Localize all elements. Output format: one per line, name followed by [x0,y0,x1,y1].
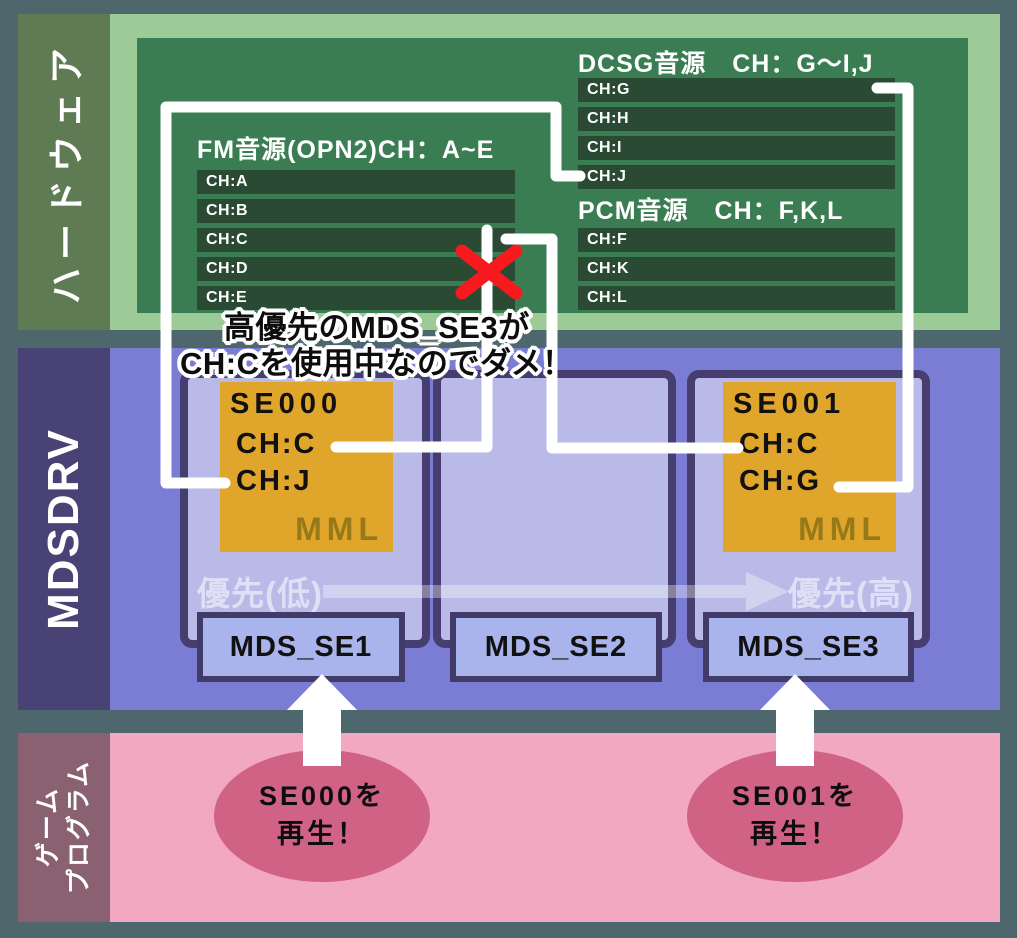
channel-bar-f: CH:F [578,228,895,252]
channel-bar-k: CH:K [578,257,895,281]
channel-bar-c: CH:C [197,228,515,252]
se001-box: SE001 CH:C CH:G MML [723,382,896,552]
channel-bar-j: CH:J [578,165,895,189]
priority-low-label: 優先(低) [197,575,323,612]
se001-name: SE001 [733,388,846,420]
game-sidebar-label: ゲーム プログラム [33,760,96,894]
se000-channel-2: CH:J [236,465,312,497]
se001-channel-2: CH:G [739,465,822,497]
fm-section-title: FM音源(OPN2)CH：A~E [197,136,495,164]
dcsg-section-title: DCSG音源 CH：G～I,J [578,50,874,78]
se000-box: SE000 CH:C CH:J MML [220,382,393,552]
channel-bar-a: CH:A [197,170,515,194]
channel-bar-d: CH:D [197,257,515,281]
channel-bar-g: CH:G [578,78,895,102]
call-bubble-se001-line1: SE001を [731,781,859,812]
call-bubble-se001-line2: 再生！ [750,819,840,849]
pcm-section-title: PCM音源 CH：F,K,L [578,197,844,225]
channel-bar-h: CH:H [578,107,895,131]
mdsdrv-sidebar [18,348,110,710]
call-bubble-se000: SE000を 再生！ [214,750,430,882]
se001-channel-1: CH:C [739,428,820,460]
game-sidebar [18,733,110,922]
call-bubble-se000-line1: SE000を [258,781,386,812]
hardware-sidebar-label: ハードウェア [46,39,87,305]
hardware-sidebar [18,14,110,330]
channel-bar-i: CH:I [578,136,895,160]
game-sidebar-label-line2: プログラム [65,759,93,895]
channel-bar-l: CH:L [578,286,895,310]
mds-se3-box: MDS_SE3 [703,612,914,682]
mds-se1-box: MDS_SE1 [197,612,405,682]
game-sidebar-label-line1: ゲーム [33,786,62,868]
call-bubble-se000-line2: 再生！ [277,819,367,849]
se001-mml-tag: MML [798,511,886,547]
priority-high-label: 優先(高) [788,575,914,612]
call-bubble-se001: SE001を 再生！ [687,750,903,882]
mds-se2-box: MDS_SE2 [450,612,662,682]
se000-channel-1: CH:C [236,428,317,460]
se000-mml-tag: MML [295,511,383,547]
mdsdrv-sidebar-label: MDSDRV [39,428,88,630]
warning-text-line2: CH:Cを使用中なのでダメ！ [180,346,574,381]
se000-name: SE000 [230,388,343,420]
warning-text-line1: 高優先のMDS_SE3が [224,310,530,345]
channel-bar-b: CH:B [197,199,515,223]
slot-container-2 [433,370,676,648]
